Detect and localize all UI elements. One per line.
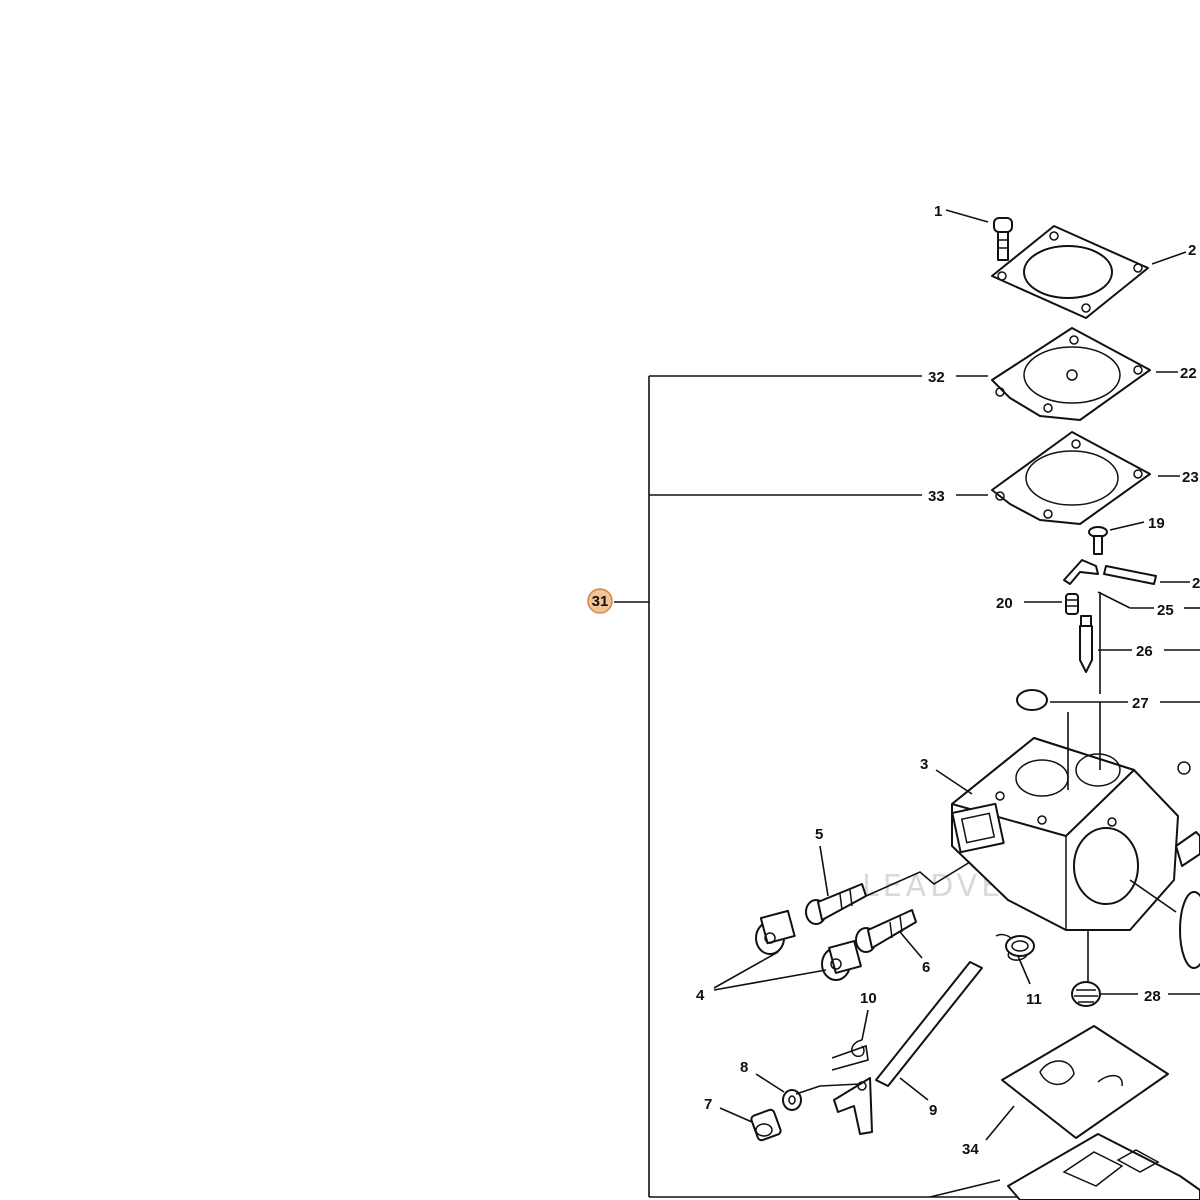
part-26-needle	[1079, 615, 1093, 673]
part-5-adjusting-screw	[805, 883, 867, 925]
part-4-limiter-caps	[755, 909, 862, 981]
callout-28: 28	[1144, 988, 1161, 1005]
callout-34: 34	[962, 1141, 979, 1158]
callout-22: 22	[1180, 365, 1197, 382]
part-7-nut	[750, 1108, 782, 1142]
part-1-screw	[993, 217, 1013, 261]
callout-23: 23	[1182, 469, 1199, 486]
part-25-lever	[1063, 559, 1099, 585]
callout-21: 2	[1192, 575, 1200, 592]
callout-33: 33	[928, 488, 945, 505]
part-34-gaskets	[1001, 1025, 1200, 1200]
part-11-spring	[995, 933, 1035, 961]
part-10-clip	[851, 1039, 865, 1058]
callout-10: 10	[860, 990, 877, 1007]
callout-3: 3	[920, 756, 928, 773]
callout-5: 5	[815, 826, 823, 843]
callout-6: 6	[922, 959, 930, 976]
callout-1: 1	[934, 203, 942, 220]
callout-8: 8	[740, 1059, 748, 1076]
part-21-pin	[1103, 565, 1157, 585]
part-27-plug	[1016, 689, 1048, 711]
callout-2: 2	[1188, 242, 1196, 259]
callout-26: 26	[1136, 643, 1153, 660]
callout-32: 32	[928, 369, 945, 386]
part-2-cover	[991, 225, 1149, 319]
callout-25: 25	[1157, 602, 1174, 619]
part-22-diaphragm	[991, 327, 1151, 421]
part-19-screw	[1088, 526, 1108, 555]
part-23-gasket	[991, 431, 1151, 525]
callout-7: 7	[704, 1096, 712, 1113]
callout-19: 19	[1148, 515, 1165, 532]
callout-4: 4	[696, 987, 705, 1004]
callout-27: 27	[1132, 695, 1149, 712]
part-28-filter-screen	[1071, 981, 1101, 1007]
part-3-carburetor-body	[951, 737, 1179, 931]
part-8-washer	[782, 1089, 802, 1111]
part-6-adjusting-screw	[855, 909, 917, 953]
callout-31-highlight[interactable]	[587, 588, 613, 614]
leader-lines	[713, 209, 1200, 1198]
callout-9: 9	[929, 1102, 937, 1119]
callout-31[interactable]: 31	[592, 593, 609, 610]
part-20-spring	[1065, 593, 1079, 615]
part-9-throttle-shaft	[833, 961, 983, 1135]
callout-11: 11	[1026, 991, 1042, 1008]
callout-20: 20	[996, 595, 1013, 612]
part-side-fittings	[1175, 761, 1200, 969]
